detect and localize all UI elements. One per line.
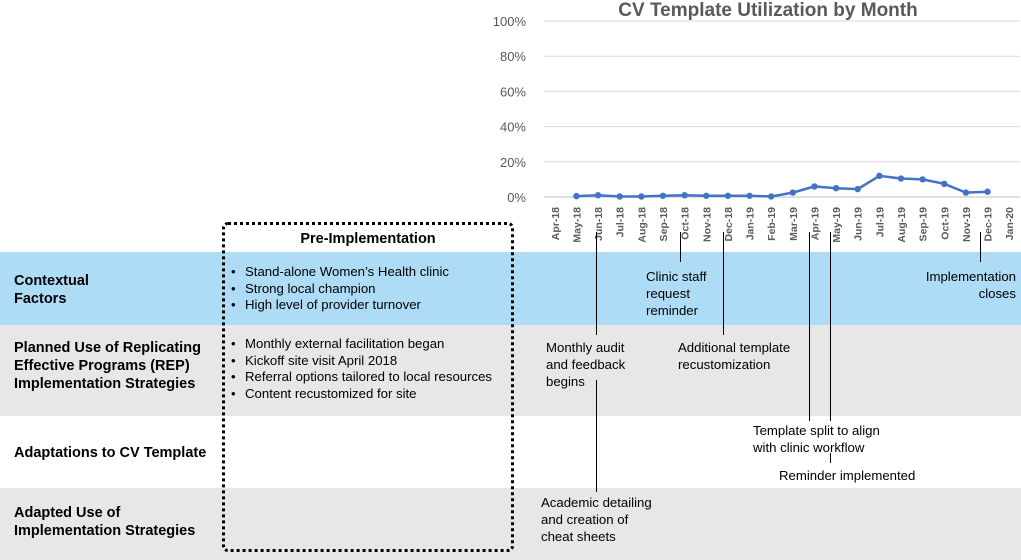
x-tick-label: Jun-18	[593, 207, 605, 241]
series-line	[576, 174, 988, 198]
contextual-band	[0, 252, 1021, 325]
pre-implementation-header: Pre-Implementation	[300, 231, 436, 247]
annotation-academic-detailing: Academic detailing and creation of cheat…	[541, 495, 652, 544]
list-item: Stand-alone Women’s Health clinic	[230, 264, 449, 281]
utilization-chart: CV Template Utilization by Month 0% 20% 40…	[493, 0, 1020, 243]
y-tick-label: 20%	[500, 155, 526, 170]
data-point	[703, 192, 710, 199]
x-tick-label: Sep-19	[918, 207, 930, 242]
contextual-factors-label: Contextual Factors	[14, 273, 89, 307]
list-item: Referral options tailored to local resou…	[230, 369, 492, 386]
x-tick-label: Apr-19	[809, 207, 821, 240]
connector-dec19	[980, 232, 981, 262]
connector-oct18	[680, 232, 681, 262]
data-point	[573, 192, 580, 200]
x-tick-label: Aug-18	[636, 207, 648, 243]
connector-dec18	[723, 232, 724, 335]
x-tick-label: May-18	[571, 207, 583, 243]
y-tick-label: 0%	[507, 190, 526, 205]
x-tick-label: Jun-19	[853, 207, 865, 241]
list-item: High level of provider turnover	[230, 297, 449, 314]
x-tick-label: Oct-19	[939, 207, 951, 240]
data-point	[984, 188, 991, 195]
connector-may19	[830, 232, 831, 421]
connector-jun18	[596, 232, 597, 335]
connector-jun18-lower	[596, 380, 597, 492]
y-tick-label: 60%	[500, 84, 526, 99]
data-point	[659, 192, 667, 199]
data-point	[681, 192, 688, 199]
data-point	[616, 193, 623, 200]
annotation-monthly-audit: Monthly audit and feedback begins	[546, 340, 626, 389]
connector-may19-lower	[830, 453, 831, 463]
data-point	[897, 175, 905, 182]
y-tick-label: 80%	[500, 49, 526, 64]
data-point	[919, 176, 926, 183]
x-tick-label: Jan-20	[1004, 207, 1016, 240]
adaptations-band	[0, 416, 1021, 488]
annotation-additional-template: Additional template recustomization	[678, 340, 791, 372]
data-point	[811, 183, 818, 190]
data-point	[746, 192, 753, 199]
data-point	[638, 193, 645, 200]
x-tick-label: Jul-19	[874, 207, 886, 238]
adapted-use-label: Adapted Use of Implementation Strategies	[14, 505, 196, 539]
x-tick-label: Nov-19	[961, 207, 973, 242]
data-point	[941, 180, 948, 187]
list-item: Kickoff site visit April 2018	[230, 353, 492, 370]
x-tick-label: Feb-19	[766, 207, 778, 241]
x-tick-label: Nov-18	[701, 207, 713, 242]
planned-use-label: Planned Use of Replicating Effective Pro…	[14, 340, 201, 392]
list-item: Content recustomized for site	[230, 386, 492, 403]
x-tick-label: Apr-18	[550, 207, 562, 240]
list-item: Monthly external facilitation began	[230, 336, 492, 353]
data-point	[832, 185, 840, 192]
annotation-clinic-staff: Clinic staff request reminder	[646, 269, 707, 318]
x-tick-label: Dec-18	[723, 207, 735, 242]
x-tick-label: Jul-18	[615, 207, 627, 238]
data-point	[789, 189, 797, 196]
y-tick-label: 100%	[493, 14, 527, 29]
x-tick-label: Dec-19	[983, 207, 995, 242]
annotation-template-split: Template split to align with clinic work…	[753, 423, 880, 455]
x-tick-label: Mar-19	[788, 207, 800, 241]
x-tick-label: May-19	[831, 207, 843, 243]
list-item: Strong local champion	[230, 281, 449, 298]
x-tick-label: Jan-19	[745, 207, 757, 240]
data-point	[724, 192, 732, 199]
data-point	[876, 172, 883, 180]
data-point	[767, 193, 775, 200]
x-tick-label: Sep-18	[658, 207, 670, 242]
contextual-bullets: Stand-alone Women’s Health clinic Strong…	[230, 264, 449, 314]
data-point	[594, 192, 602, 199]
annotation-reminder-implemented: Reminder implemented	[779, 468, 916, 483]
x-tick-label: Aug-19	[896, 207, 908, 243]
chart-title: CV Template Utilization by Month	[618, 0, 917, 21]
annotation-implementation-closes: Implementation closes	[925, 269, 1016, 301]
adaptations-label: Adaptations to CV Template	[14, 445, 207, 461]
y-tick-label: 40%	[500, 120, 526, 135]
planned-band	[0, 325, 1021, 416]
data-point	[854, 185, 861, 193]
planned-bullets: Monthly external facilitation began Kick…	[230, 336, 492, 402]
connector-apr19	[809, 232, 810, 421]
x-tick-label: Oct-18	[680, 207, 692, 240]
data-point	[962, 189, 970, 196]
pre-implementation-box	[222, 222, 514, 552]
